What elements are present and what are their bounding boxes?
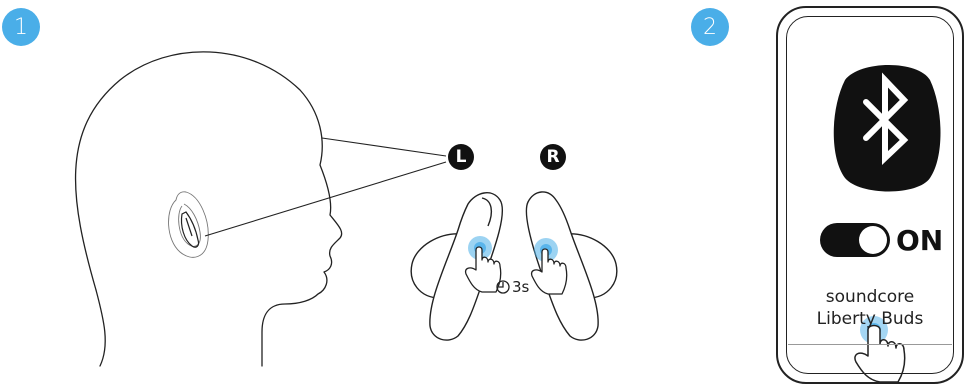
head-outline — [74, 51, 343, 367]
earbud-in-ear — [180, 211, 200, 248]
step-badge-1: 1 — [2, 8, 40, 46]
device-name-line2: Liberty Buds — [816, 309, 924, 329]
bluetooth-toggle-row: ON — [820, 223, 943, 257]
device-name-line1: soundcore — [825, 287, 915, 307]
device-list-item[interactable]: soundcore Liberty Buds — [790, 286, 950, 330]
step-badge-2: 2 — [691, 8, 729, 46]
toggle-state-label: ON — [896, 223, 944, 257]
hold-timer: 3s — [496, 278, 529, 296]
tap-hand-icon — [530, 248, 568, 295]
hold-duration: 3s — [512, 278, 530, 296]
right-earbud-label: R — [540, 144, 566, 170]
phone-screen — [786, 16, 954, 374]
list-divider — [788, 344, 952, 345]
clock-icon — [496, 280, 510, 294]
toggle-switch-icon[interactable] — [820, 223, 890, 257]
left-earbud-label: L — [448, 144, 474, 170]
pointer-lines — [204, 137, 447, 237]
right-earbud — [525, 191, 618, 341]
tap-hand-icon — [464, 246, 502, 293]
phone-frame — [776, 6, 964, 384]
bluetooth-icon — [833, 65, 941, 192]
left-earbud — [410, 192, 504, 341]
toggle-knob — [859, 226, 887, 254]
